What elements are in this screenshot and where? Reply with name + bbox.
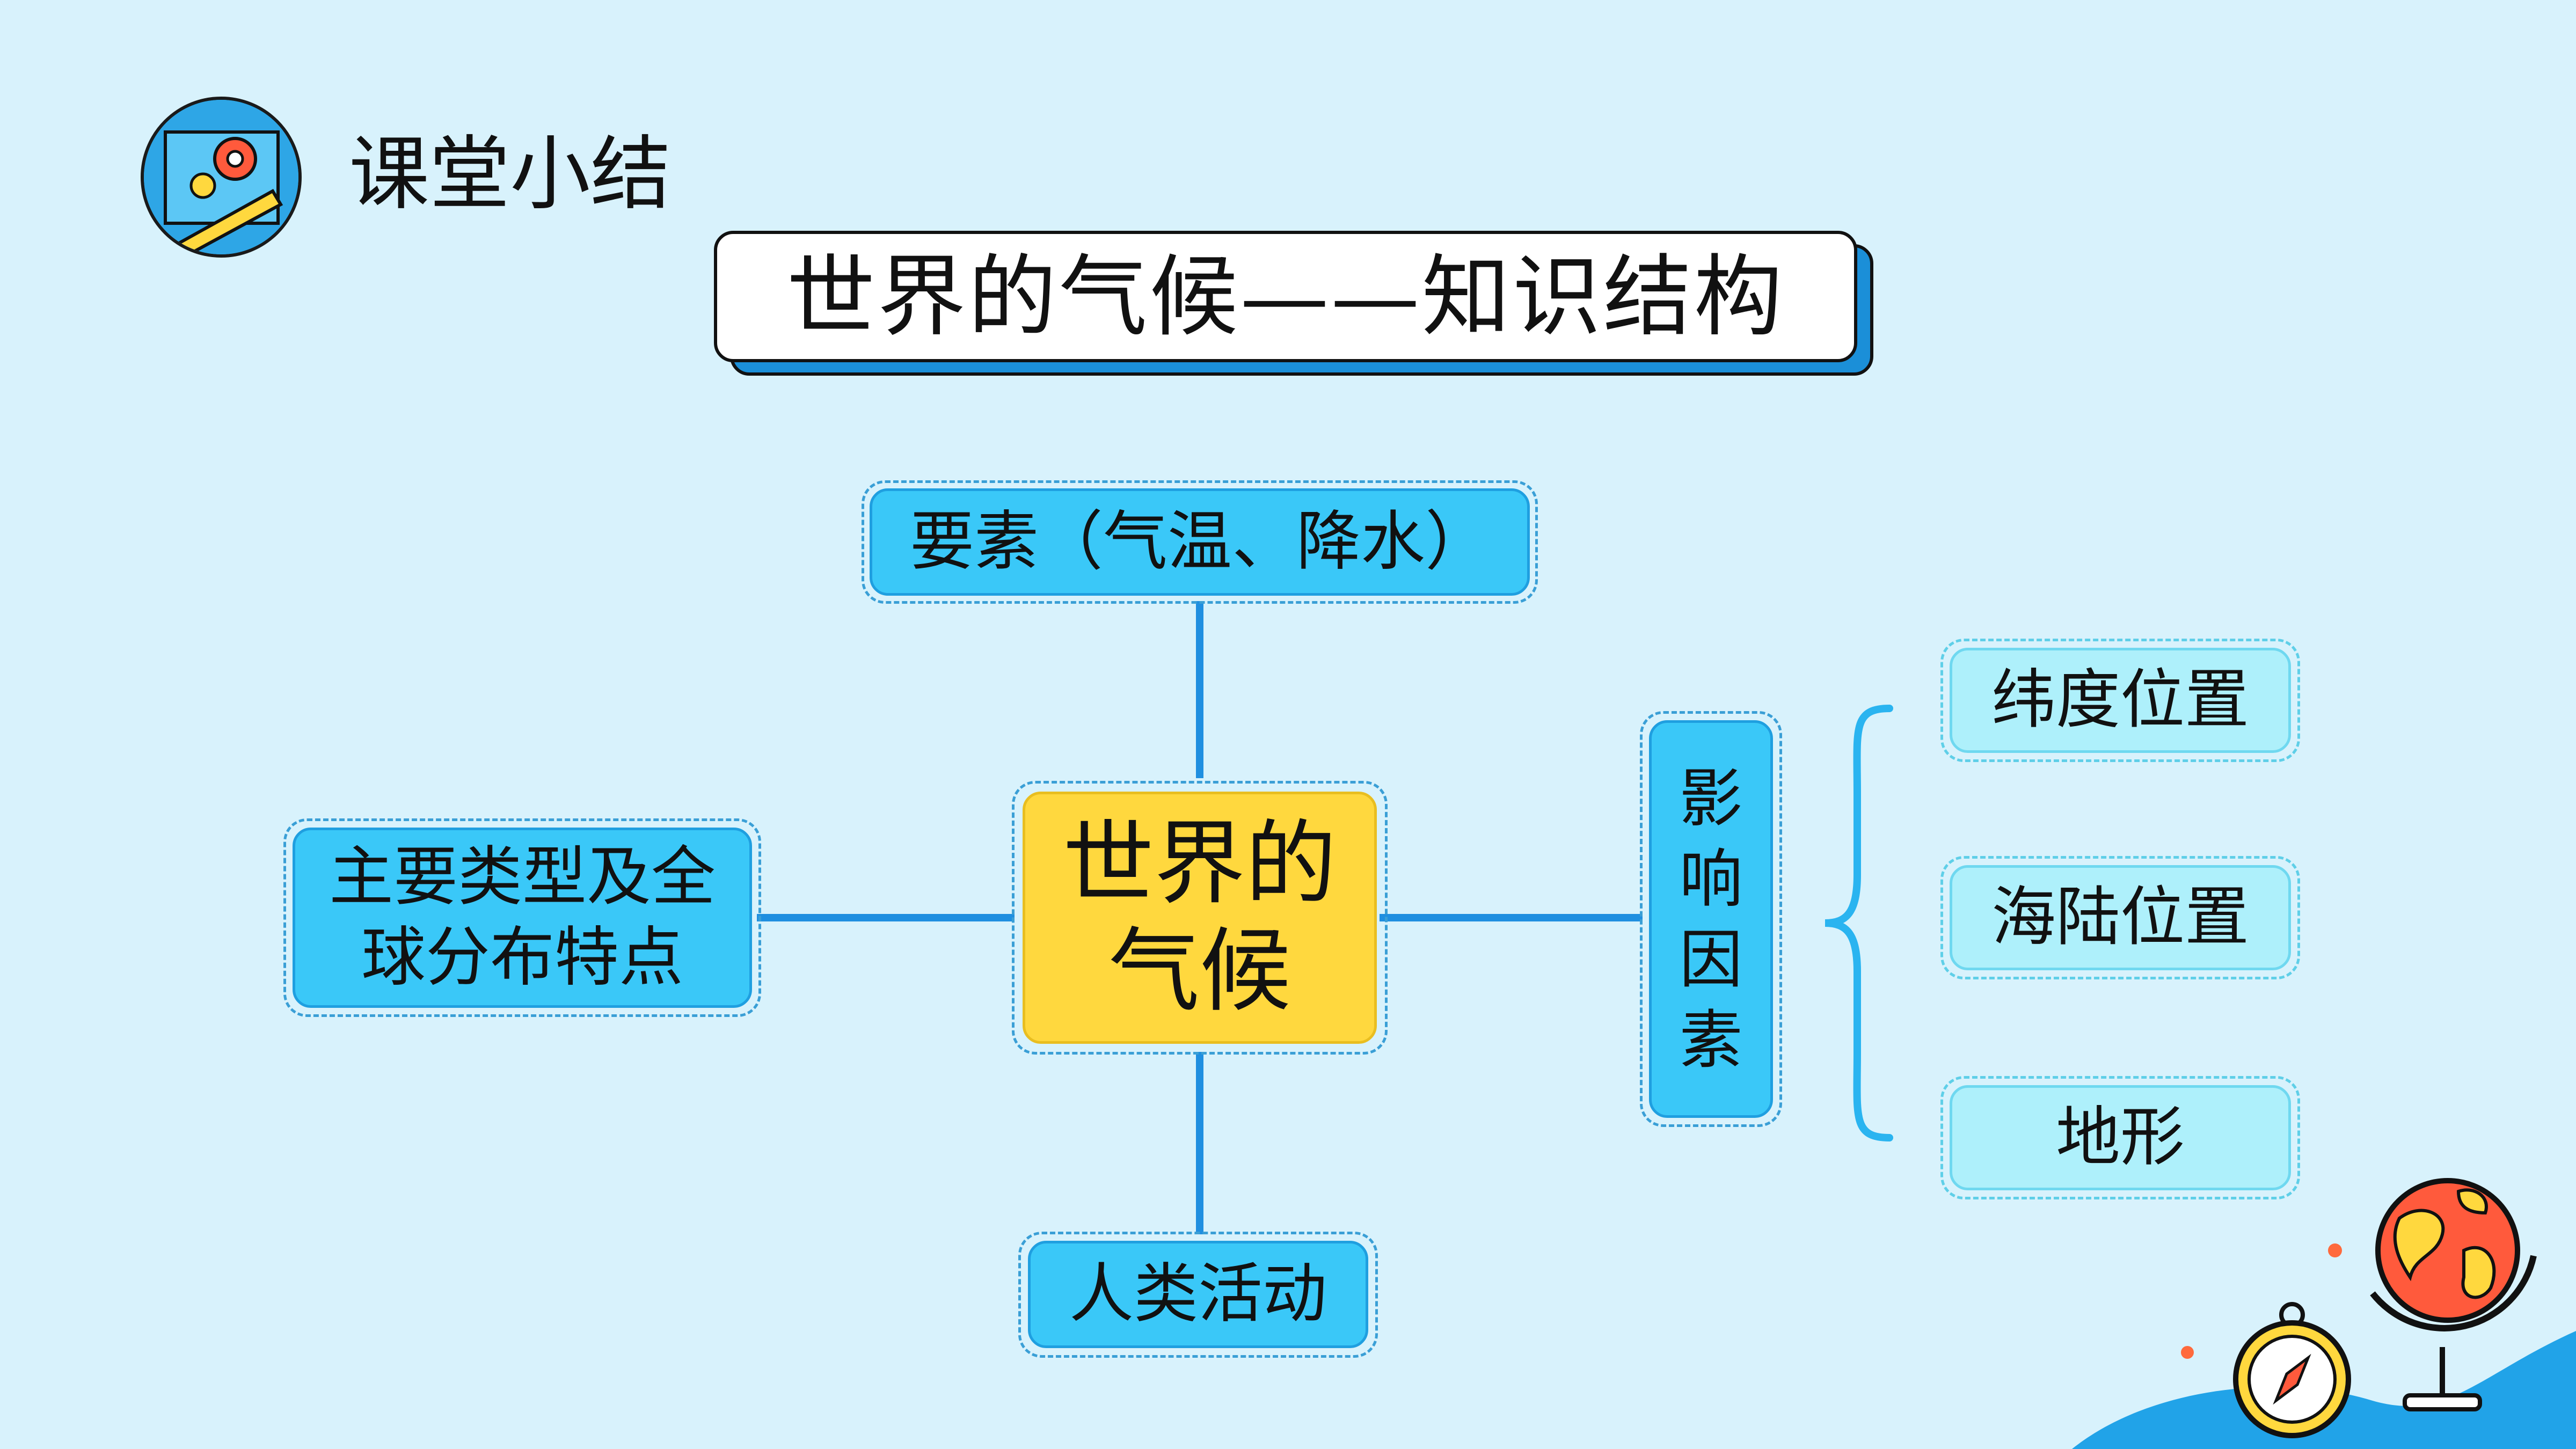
node-types: 主要类型及全球分布特点 <box>293 828 752 1008</box>
node-center: 世界的 气候 <box>1023 792 1377 1044</box>
node-human-label: 人类活动 <box>1069 1257 1327 1331</box>
globe-compass-decoration <box>2072 1178 2576 1449</box>
factor-terrain-label: 地形 <box>2056 1100 2185 1175</box>
node-factors: 影响因素 <box>1649 720 1773 1118</box>
node-human: 人类活动 <box>1028 1241 1368 1348</box>
factor-land-sea-label: 海陆位置 <box>1991 880 2249 955</box>
connector-top <box>1196 601 1203 778</box>
section-title: 课堂小结 <box>349 128 672 221</box>
factor-latitude-label: 纬度位置 <box>1991 663 2249 737</box>
node-types-label: 主要类型及全球分布特点 <box>329 840 716 995</box>
factor-terrain: 地形 <box>1950 1085 2291 1190</box>
gear-pencil-icon <box>141 97 302 258</box>
brace-icon <box>1825 705 1893 1141</box>
title-banner: 世界的气候——知识结构 <box>714 231 1857 362</box>
factor-2-frame <box>1940 856 2300 979</box>
page-title: 世界的气候——知识结构 <box>786 245 1785 348</box>
connector-left <box>757 914 1015 921</box>
factor-3-frame <box>1940 1076 2300 1199</box>
factor-latitude: 纬度位置 <box>1950 648 2291 753</box>
globe-icon <box>2370 1178 2537 1411</box>
node-elements-label: 要素（气温、降水） <box>910 504 1490 579</box>
node-right-frame <box>1640 711 1782 1127</box>
node-top-frame <box>862 480 1538 604</box>
node-center-label: 世界的 气候 <box>1062 811 1337 1024</box>
compass-icon <box>2233 1302 2351 1438</box>
node-left-frame <box>283 818 761 1017</box>
connector-right <box>1380 914 1643 921</box>
connector-bottom <box>1196 1052 1203 1234</box>
factor-1-frame <box>1940 639 2300 762</box>
factor-land-sea: 海陆位置 <box>1950 865 2291 970</box>
node-center-frame <box>1012 781 1388 1055</box>
node-bottom-frame <box>1018 1232 1378 1358</box>
node-elements: 要素（气温、降水） <box>870 488 1530 596</box>
node-factors-label: 影响因素 <box>1679 761 1743 1077</box>
